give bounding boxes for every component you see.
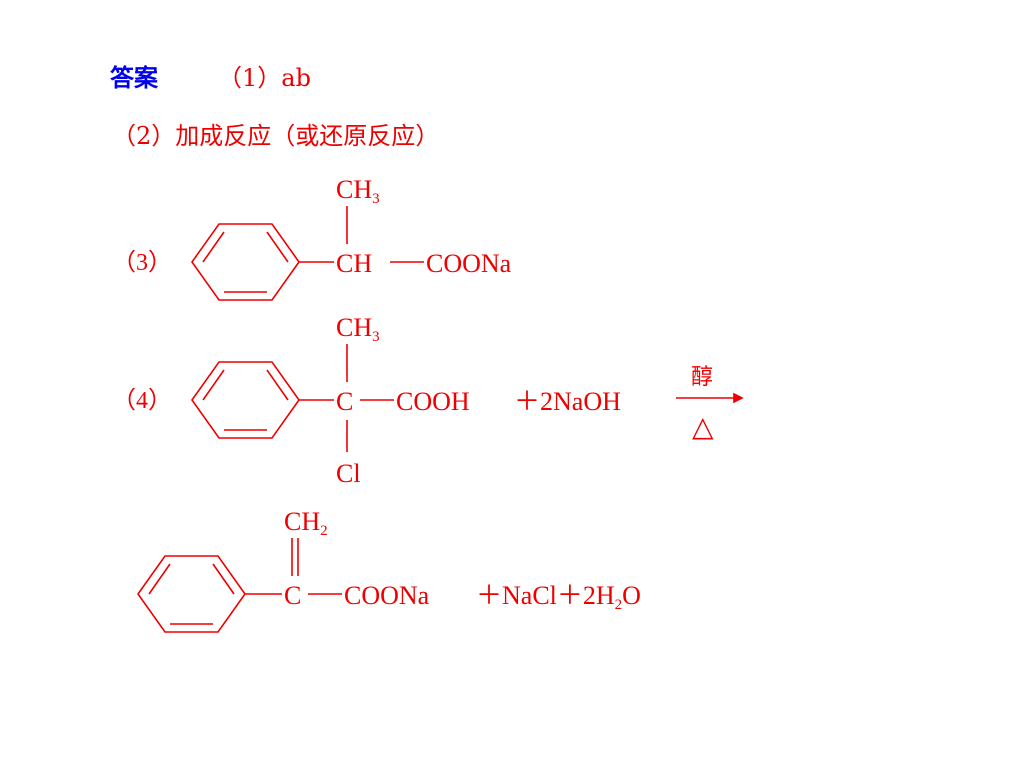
reaction-condition-bottom: △ [692, 412, 714, 443]
product-byproducts: ＋NaCl＋2H2O [476, 581, 641, 613]
part4-label: （4） [112, 388, 172, 414]
part3-tail: COONa [426, 249, 512, 278]
part4-tail: COOH [396, 387, 470, 416]
product-benzene-ring [137, 555, 246, 633]
part4-benzene-ring [191, 361, 300, 439]
reaction-arrow [676, 392, 744, 404]
part4-center: C [336, 387, 353, 416]
part3-center: CH [336, 249, 372, 278]
part2-answer: （2）加成反应（或还原反应） [112, 122, 440, 150]
answer-label: 答案 [110, 64, 158, 92]
part1-answer: （1）ab [218, 64, 311, 92]
product-tail: COONa [344, 581, 430, 610]
part3-top-group: CH3 [336, 175, 380, 207]
part3-label: （3） [112, 250, 172, 276]
part4-bottom-group: Cl [336, 459, 361, 488]
reaction-condition-top: 醇 [691, 364, 713, 389]
product-center: C [284, 581, 301, 610]
product-top-group: CH2 [284, 507, 328, 539]
product-double-bond [291, 538, 299, 576]
part3-benzene-ring [191, 223, 300, 301]
part4-top-group: CH3 [336, 313, 380, 345]
part4-reagent: ＋2NaOH [514, 387, 621, 416]
